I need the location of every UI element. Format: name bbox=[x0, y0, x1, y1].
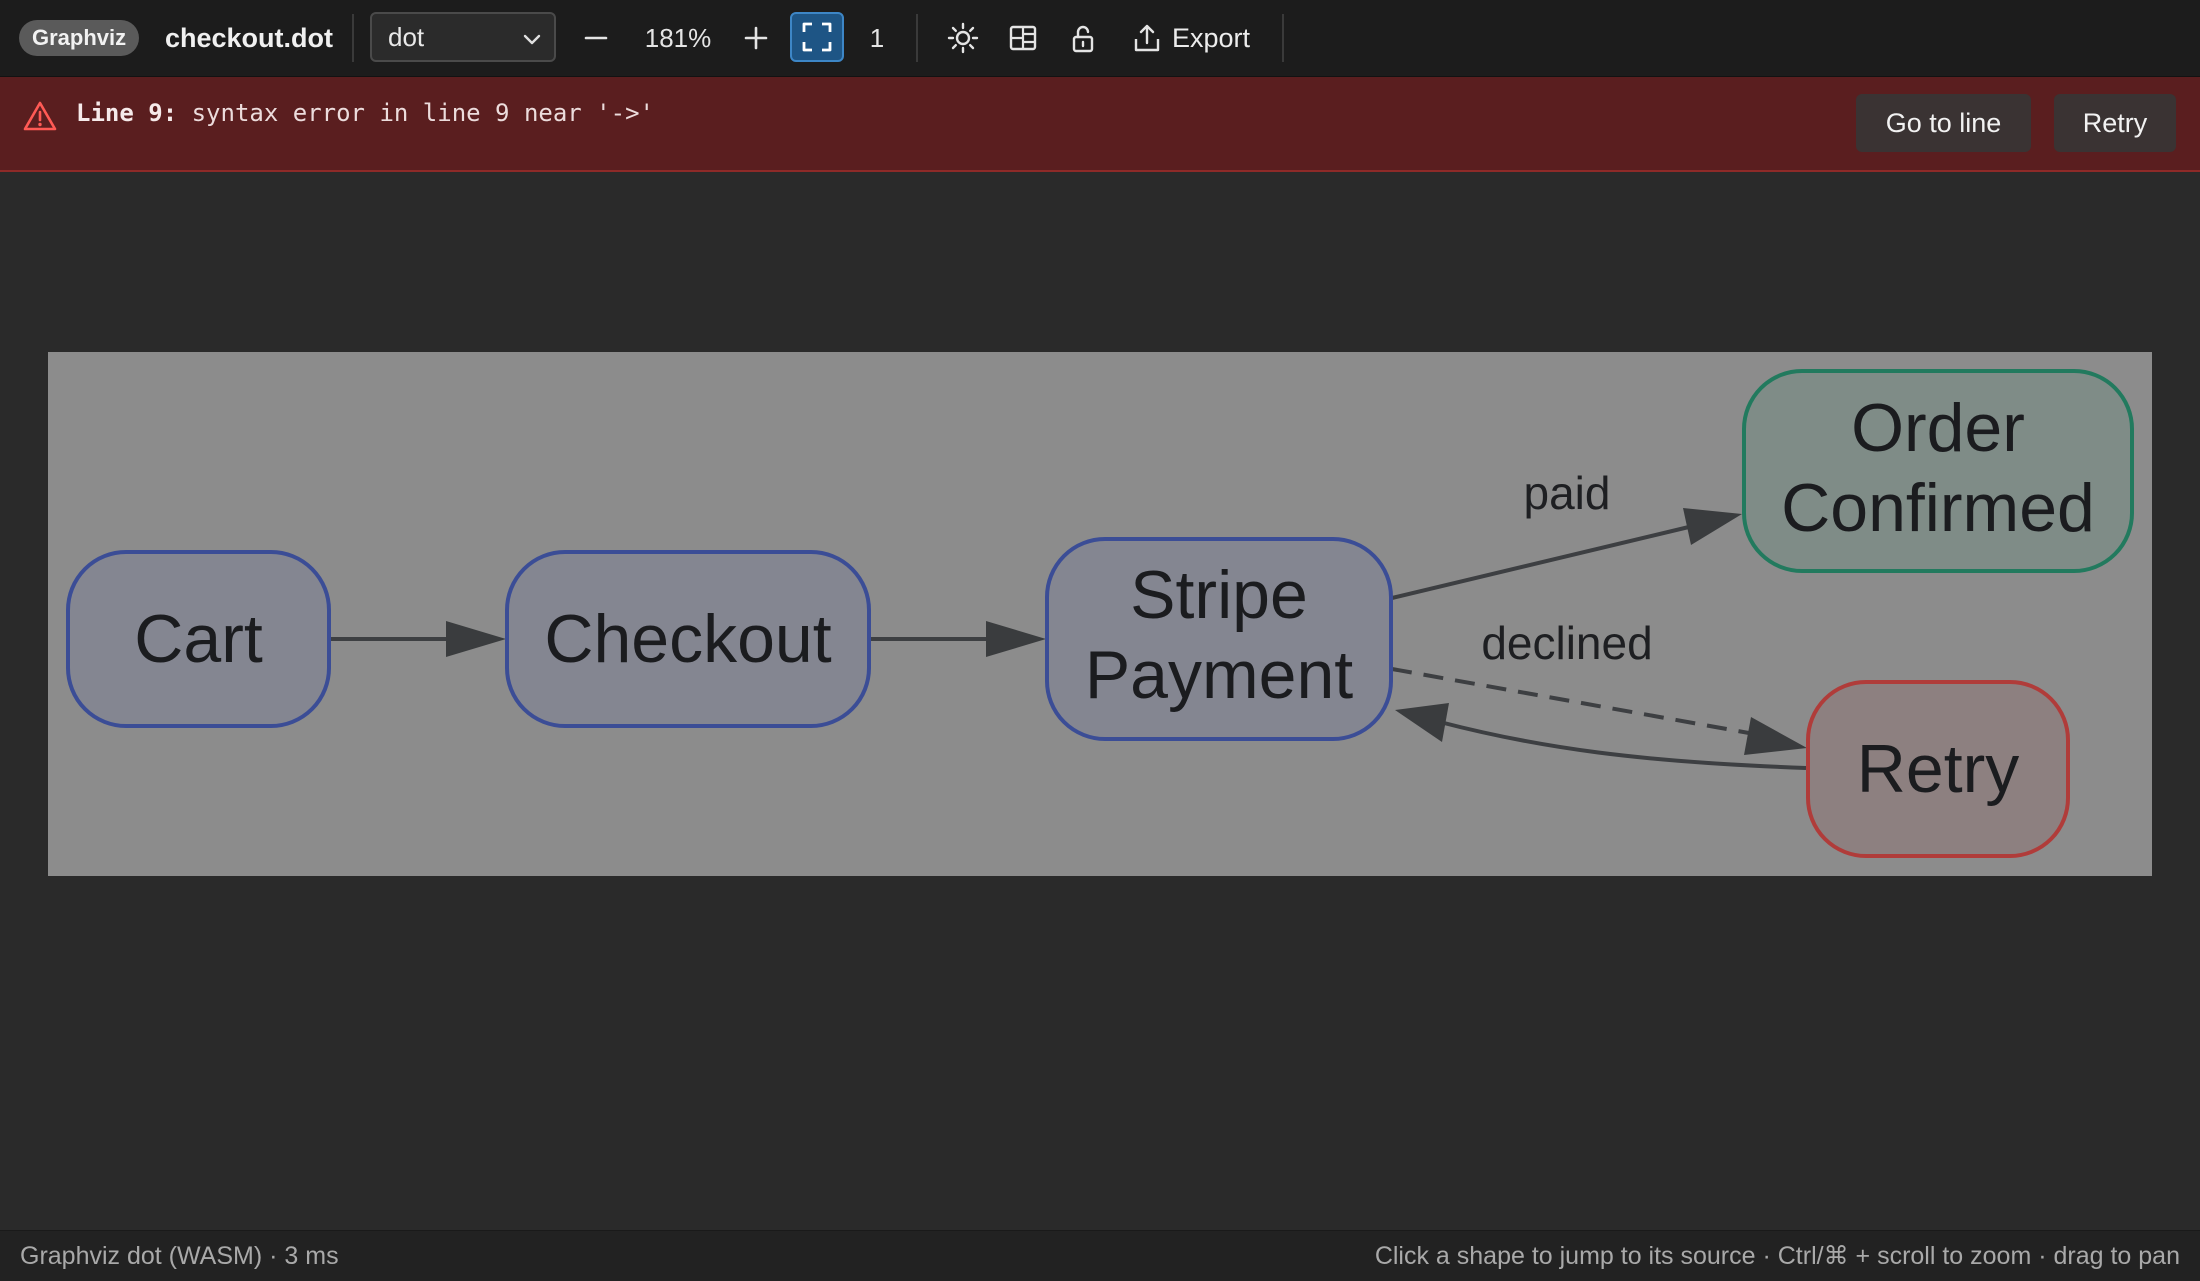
plus-icon bbox=[744, 26, 768, 50]
export-label: Export bbox=[1172, 22, 1251, 53]
status-bar: Graphviz dot (WASM) · 3 ms Click a shape… bbox=[0, 1230, 2200, 1281]
diagram-canvas[interactable]: paid declined Cart Checkout Stripe Payme… bbox=[0, 172, 2200, 1230]
error-line-prefix: Line 9: bbox=[76, 99, 178, 127]
arrowhead bbox=[446, 621, 506, 657]
upload-icon bbox=[1134, 24, 1160, 52]
minus-icon bbox=[584, 36, 608, 40]
error-message: Line 9: syntax error in line 9 near '->' bbox=[76, 95, 654, 131]
warning-icon bbox=[23, 101, 57, 131]
toolbar-divider bbox=[916, 14, 918, 62]
status-engine-info: Graphviz dot (WASM) · 3 ms bbox=[20, 1242, 339, 1270]
node-label-line-2: Confirmed bbox=[1781, 470, 2095, 546]
arrowhead bbox=[1683, 508, 1742, 545]
node-label-line-1: Order bbox=[1851, 390, 2025, 466]
edge-label-declined: declined bbox=[1481, 617, 1652, 669]
lock-toggle-button[interactable] bbox=[1062, 12, 1104, 64]
app-badge: Graphviz bbox=[19, 20, 140, 56]
toolbar-divider bbox=[1282, 14, 1284, 62]
node-label: Checkout bbox=[544, 601, 831, 677]
arrowhead bbox=[1395, 703, 1449, 742]
toolbar: Graphviz checkout.dot dot 181% 1 bbox=[0, 0, 2200, 77]
go-to-line-button[interactable]: Go to line bbox=[1856, 94, 2031, 152]
chevron-down-icon bbox=[523, 34, 541, 45]
edge-retry-stripe[interactable] bbox=[1439, 720, 1807, 770]
error-detail: syntax error in line 9 near '->' bbox=[177, 99, 654, 127]
node-label-line-2: Payment bbox=[1085, 637, 1353, 713]
node-label: Cart bbox=[134, 601, 263, 677]
layout-engine-value: dot bbox=[388, 21, 425, 52]
page-number[interactable]: 1 bbox=[869, 23, 885, 53]
arrowhead bbox=[1744, 717, 1807, 755]
unlock-icon bbox=[1072, 25, 1094, 53]
zoom-level: 181% bbox=[644, 23, 712, 53]
layout-engine-select[interactable]: dot bbox=[370, 12, 556, 62]
status-hint: Click a shape to jump to its source · Ct… bbox=[1374, 1242, 2180, 1270]
layout-grid-icon bbox=[1009, 25, 1037, 51]
fit-to-screen-icon bbox=[802, 22, 832, 52]
node-label-line-1: Stripe bbox=[1130, 557, 1308, 633]
toolbar-divider bbox=[352, 14, 354, 62]
edge-label-paid: paid bbox=[1524, 467, 1611, 519]
graph-svg: paid declined Cart Checkout Stripe Payme… bbox=[48, 352, 2152, 876]
zoom-out-button[interactable] bbox=[576, 12, 616, 64]
edge-stripe-order[interactable] bbox=[1391, 524, 1694, 600]
error-banner: Line 9: syntax error in line 9 near '->'… bbox=[0, 77, 2200, 172]
node-cart[interactable]: Cart bbox=[66, 550, 331, 728]
theme-toggle-button[interactable] bbox=[942, 12, 984, 64]
arrowhead bbox=[986, 621, 1046, 657]
retry-render-button[interactable]: Retry bbox=[2054, 94, 2176, 152]
theme-sun-icon bbox=[947, 22, 979, 54]
export-button[interactable]: Export bbox=[1132, 12, 1250, 64]
node-order-confirmed[interactable]: Order Confirmed bbox=[1742, 369, 2134, 573]
graph-edges: paid declined bbox=[330, 467, 1807, 770]
layout-toggle-button[interactable] bbox=[1002, 12, 1044, 64]
node-stripe-payment[interactable]: Stripe Payment bbox=[1045, 537, 1393, 741]
zoom-in-button[interactable] bbox=[736, 12, 776, 64]
node-label: Retry bbox=[1857, 731, 2019, 807]
node-retry[interactable]: Retry bbox=[1806, 680, 2070, 858]
fit-to-screen-button[interactable] bbox=[790, 12, 844, 62]
node-checkout[interactable]: Checkout bbox=[505, 550, 871, 728]
file-name: checkout.dot bbox=[165, 23, 334, 53]
